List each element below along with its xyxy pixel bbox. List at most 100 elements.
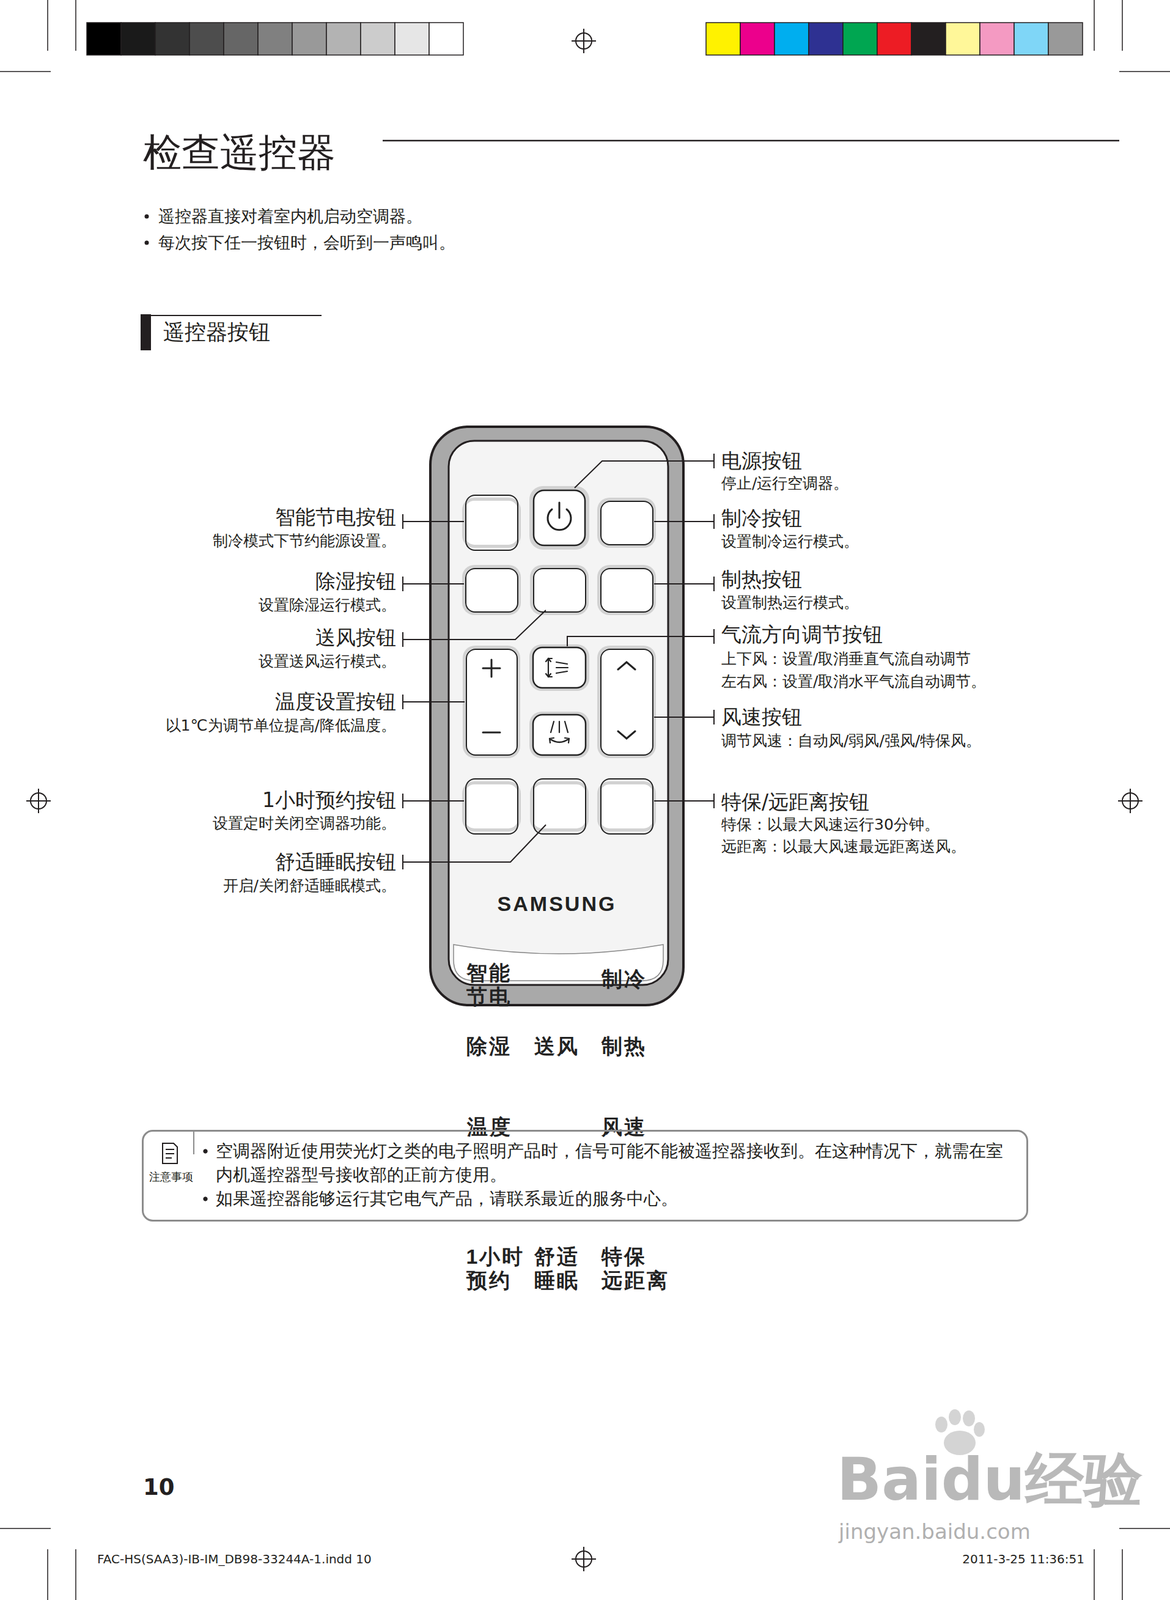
title-rule [382,139,1120,142]
remote-button: 除湿 [465,567,519,613]
bullet-text: 每次按下任一按钮时，会听到一声鸣叫。 [158,231,456,254]
callout-heading: 智能节电按钮 [275,504,397,531]
button-label: 送风 [534,1034,562,1059]
color-swatch [740,22,775,56]
note-icon [162,1131,194,1164]
file-footer: FAC-HS(SAA3)-IB-IM_DB98-33244A-1.indd 10 [97,1550,372,1567]
brand-logo: SAMSUNG [430,891,684,916]
down-arrow [618,731,636,739]
callout-heading: 除湿按钮 [315,568,397,595]
callout-heading: 风速按钮 [721,704,803,731]
vertical-swing-icon [545,658,552,677]
gray-swatch [257,22,293,56]
color-swatch [1014,22,1049,56]
gray-swatch [429,22,464,56]
remote-body: SAMSUNG智能 节电制冷除湿送风制热温度风速1小时 预约舒适 睡眠特保 远距… [430,426,684,1005]
color-bars [86,22,1083,56]
note-text: 空调器附近使用荧光灯之类的电子照明产品时，信号可能不能被遥控器接收到。在这种情况… [202,1138,1009,1187]
note-box: 注意事项空调器附近使用荧光灯之类的电子照明产品时，信号可能不能被遥控器接收到。在… [141,1129,1029,1222]
note-text: 如果遥控器能够运行其它电气产品，请联系最近的服务中心。 [202,1186,1009,1211]
callout-text: 远距离：以最大风速最远距离送风。 [721,836,966,858]
remote-button: 智能 节电 [465,494,519,551]
button-label: 制热 [601,1034,629,1059]
callout-text: 开启/关闭舒适睡眠模式。 [223,875,397,897]
button-label: 舒适 睡眠 [534,1244,562,1293]
color-swatch [842,22,878,56]
gray-swatch [326,22,361,56]
callout-text: 调节风速：自动风/弱风/强风/特保风。 [721,731,982,752]
button-label: 特保 远距离 [601,1244,642,1293]
color-swatch [911,22,946,56]
callout-heading: 1小时预约按钮 [262,787,397,814]
gray-swatch [292,22,327,56]
button-label: 制冷 [601,967,629,991]
button-label: 除湿 [466,1034,494,1059]
remote-button: 温度 [465,648,518,756]
remote-button: 制冷 [600,500,654,546]
callout-text: 停止/运行空调器。 [721,473,849,494]
up-arrow [618,662,636,670]
color-swatch [774,22,809,56]
gray-swatch [155,22,190,56]
horizontal-swing-icon [550,721,568,733]
callout-text: 左右风：设置/取消水平气流自动调节。 [721,671,987,692]
callout-text: 设置送风运行模式。 [258,651,397,672]
color-swatch [945,22,980,56]
callout-heading: 制冷按钮 [721,505,803,532]
callout-text: 设置定时关闭空调器功能。 [212,813,397,834]
gray-swatch [223,22,258,56]
button-label: 智能 节电 [466,960,494,1009]
callout-heading: 电源按钮 [721,448,803,475]
button-label: 风速 [601,1114,629,1139]
callout-text: 制冷模式下节约能源设置。 [212,531,397,552]
color-swatch [1048,22,1083,56]
callout-heading: 舒适睡眠按钮 [275,849,397,876]
horizontal-swing-icon [549,737,570,743]
gray-swatch [86,22,122,56]
callout-heading: 气流方向调节按钮 [721,621,883,648]
remote-button: 舒适 睡眠 [533,778,587,835]
icon-buttons [533,490,586,755]
section-bar [140,314,151,351]
remote-button: 送风 [533,567,587,613]
bullet-text: 遥控器直接对着室内机启动空调器。 [158,205,423,227]
gray-swatch [360,22,395,56]
color-swatch [706,22,741,56]
remote-button: 1小时 预约 [465,778,519,835]
bullet-dot [144,214,150,219]
color-swatch [979,22,1015,56]
power-symbol [558,502,561,518]
page-number: 10 [143,1472,175,1502]
button-label: 温度 [467,1114,494,1139]
page-title: 检查遥控器 [143,127,336,178]
bullet-dot [144,240,150,246]
callout-text: 设置除湿运行模式。 [258,595,397,616]
note-heading: 注意事项 [143,1169,199,1184]
gray-swatch [189,22,224,56]
callout-text: 以1℃为调节单位提高/降低温度。 [165,715,397,736]
color-swatch [808,22,843,56]
callout-text: 设置制热运行模式。 [721,592,859,614]
plus-symbol [482,659,501,677]
callout-heading: 送风按钮 [315,624,397,652]
watermark-url: jingyan.baidu.com [838,1517,1031,1545]
remote-button: 制热 [600,567,654,613]
callout-text: 上下风：设置/取消垂直气流自动调节 [721,649,971,670]
date-footer: 2011-3-25 11:36:51 [962,1550,1085,1567]
button-symbols [482,502,636,743]
callout-heading: 特保/远距离按钮 [721,789,870,816]
leader-lines [402,453,714,870]
remote-button: 风速 [600,648,654,756]
registration-marks [26,28,1143,1572]
section-heading: 遥控器按钮 [163,318,271,347]
callout-text: 特保：以最大风速运行30分钟。 [721,814,940,836]
vertical-swing-icon [556,662,568,674]
callout-heading: 制热按钮 [721,566,803,593]
watermark: Baidu经验 [836,1441,1143,1518]
gray-swatch [394,22,430,56]
color-swatch [877,22,912,56]
button-rings [462,485,656,832]
button-label: 1小时 预约 [466,1244,501,1293]
